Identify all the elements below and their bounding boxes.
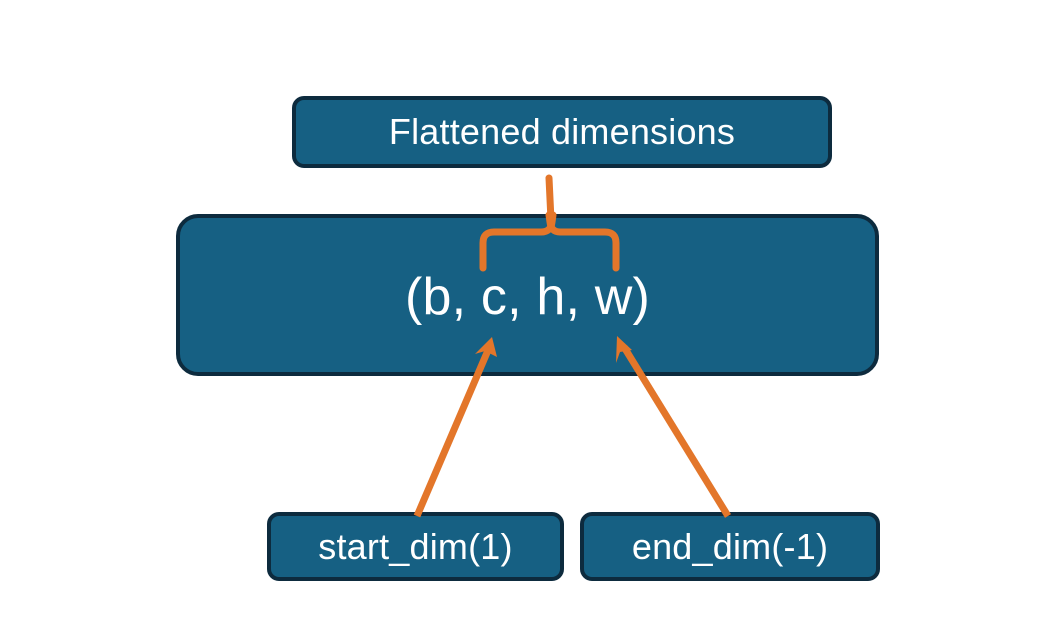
start-dim-node: start_dim(1) [267,512,564,581]
flattened-dimensions-node: Flattened dimensions [292,96,832,168]
flattened-dimensions-label: Flattened dimensions [388,111,736,152]
tensor-shape-node: (b, c, h, w) [176,214,879,376]
end-dim-label: end_dim(-1) [631,525,829,567]
start-dim-label: start_dim(1) [318,525,513,567]
tensor-shape-label: (b, c, h, w) [404,268,651,326]
end-dim-node: end_dim(-1) [580,512,880,581]
